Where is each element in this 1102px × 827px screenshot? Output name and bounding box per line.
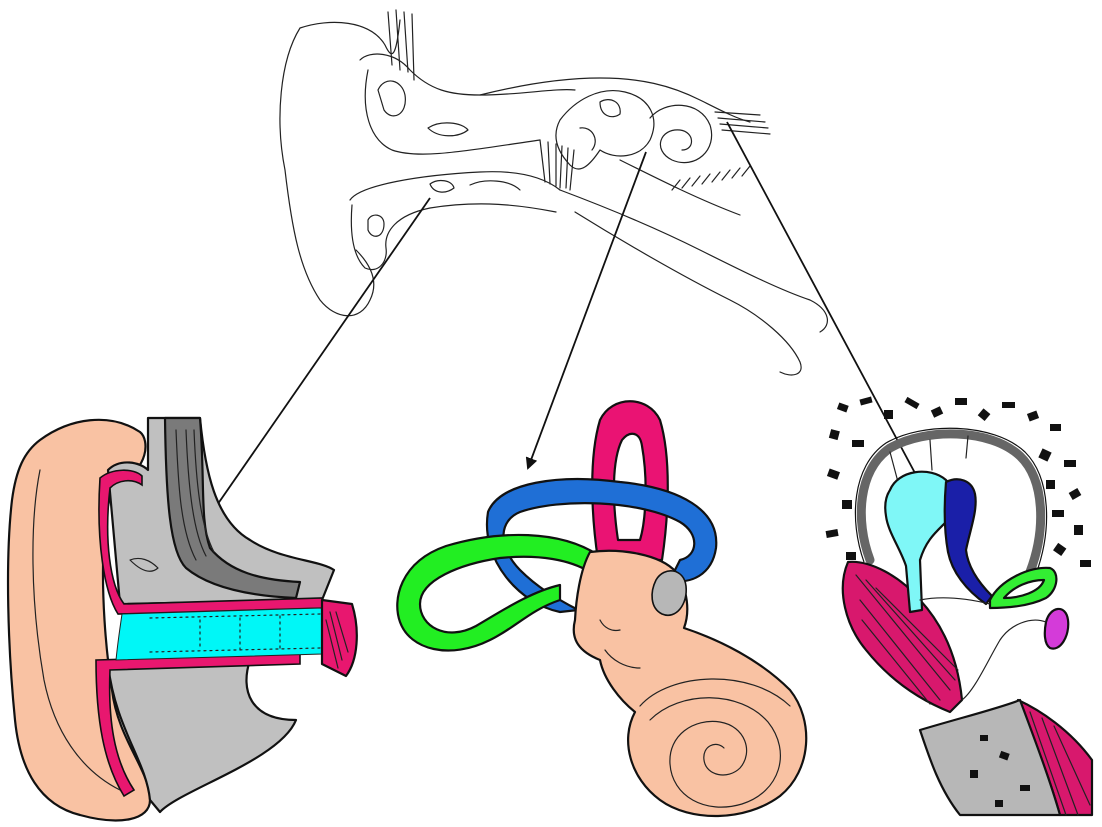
overview-upper-contour bbox=[480, 78, 750, 122]
overview-nerve-fibers bbox=[715, 112, 770, 134]
overview-lower-canal bbox=[350, 172, 560, 270]
eardrum-end bbox=[322, 600, 357, 676]
inner-ear-panel bbox=[397, 401, 806, 816]
pointer-arrows bbox=[197, 122, 938, 534]
overview-upper-cartilage bbox=[360, 54, 575, 154]
overview-auricle bbox=[280, 20, 400, 316]
overview-comb bbox=[672, 166, 750, 190]
overview-ossicles bbox=[556, 91, 654, 169]
semicircular-canal-green bbox=[397, 535, 598, 651]
overview-ear-section bbox=[280, 10, 827, 375]
tympanic-membrane bbox=[843, 562, 962, 712]
overview-eardrum-fringe bbox=[540, 140, 574, 190]
incus-navy bbox=[945, 479, 992, 604]
middle-ear-arrow bbox=[727, 122, 938, 516]
outer-ear-arrow bbox=[197, 198, 430, 534]
cochlea-vestibule bbox=[574, 551, 807, 816]
overview-lower-inner-loops bbox=[368, 181, 520, 237]
overview-upper-inner-loop bbox=[378, 81, 468, 136]
overview-eustachian-tube bbox=[560, 160, 827, 375]
outer-ear-panel bbox=[8, 418, 357, 820]
middle-ear-panel bbox=[826, 397, 1092, 815]
ossicle-connector bbox=[962, 620, 1046, 700]
overview-cochlea bbox=[650, 105, 712, 162]
oval-window bbox=[652, 571, 686, 615]
round-window-membrane bbox=[1045, 609, 1068, 649]
stapes-green bbox=[990, 568, 1056, 608]
ear-canal-air bbox=[116, 608, 322, 660]
